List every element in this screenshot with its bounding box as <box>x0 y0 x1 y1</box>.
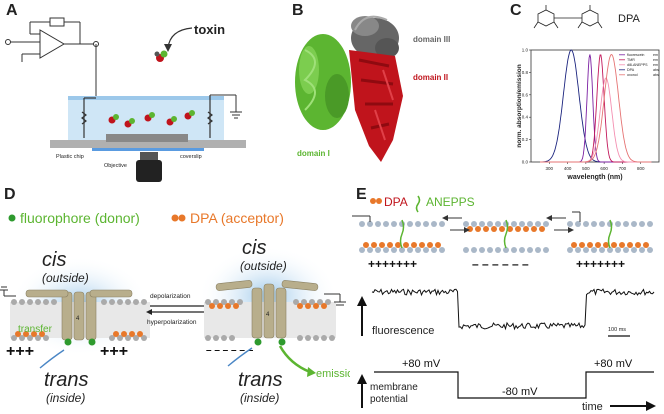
x-tick-label: 500 <box>582 166 590 171</box>
acceptor-label: DPA (acceptor) <box>190 210 284 226</box>
inside-label-left: (inside) <box>46 391 85 405</box>
objective-lens <box>136 152 162 182</box>
anepps-legend-label: ANEPPS <box>426 195 475 209</box>
coverslip-label: coverslip <box>180 154 202 160</box>
y-tick-label: 0.2 <box>522 137 529 142</box>
legend-entry: oxonol <box>627 73 638 77</box>
coverslip <box>92 148 204 151</box>
donor-label: fluorophore (donor) <box>20 210 140 226</box>
panel-d-letter: D <box>4 186 16 203</box>
toxin-label: toxin <box>194 22 225 37</box>
y-tick-label: 0.4 <box>522 115 529 120</box>
panel-a-letter: A <box>6 2 18 19</box>
helix-number-right: 4 <box>266 312 270 318</box>
y-tick-label: 0.8 <box>522 70 529 75</box>
y-tick-label: 0.6 <box>522 92 529 97</box>
voltage-minus: -80 mV <box>502 386 538 398</box>
legend-entry: di8-ANEPPS <box>627 63 648 67</box>
potential-label: potential <box>370 394 408 405</box>
legend-suffix: abs <box>653 68 659 72</box>
panel-e-letter: E <box>356 186 367 203</box>
panel-d-fret-scheme: fluorophore (donor) DPA (acceptor) 4 c <box>0 210 350 405</box>
plus-row-1: +++++++ <box>368 257 417 271</box>
scale-bar-label: 100 ms <box>608 327 626 333</box>
plus-charges-left-1: +++ <box>6 343 34 360</box>
legend-entry: fluorescein <box>627 53 644 57</box>
x-tick-label: 700 <box>619 166 627 171</box>
panel-c-dpa-structure: DPA <box>533 5 640 29</box>
depolarization-label: depolarization <box>150 293 191 300</box>
helix-number-left: 4 <box>76 316 80 322</box>
ground-symbol <box>210 94 242 119</box>
toxin-molecules <box>108 50 195 128</box>
legend-entry: DPA <box>627 68 635 72</box>
dpa-molecule-label: DPA <box>618 13 640 25</box>
trans-label-left: trans <box>44 369 88 391</box>
legend-suffix: em <box>653 63 658 67</box>
fluorescence-label: fluorescence <box>372 325 434 337</box>
legend-entry: TMR <box>627 58 635 62</box>
outside-label-left: (outside) <box>42 271 89 285</box>
domain-iii-structure <box>351 15 399 58</box>
x-tick-label: 400 <box>564 166 572 171</box>
minus-charges-right: – – – – – – <box>206 345 254 356</box>
time-label: time <box>582 401 603 413</box>
plus-row-2: +++++++ <box>576 257 625 271</box>
voltage-plus-left: +80 mV <box>402 358 441 370</box>
plastic-chip <box>50 140 246 148</box>
panel-c-letter: C <box>510 2 522 19</box>
y-tick-label: 1.0 <box>522 48 529 53</box>
anepps-icon <box>415 195 421 213</box>
objective-label: Objective <box>104 163 127 169</box>
domain-i-structure <box>295 34 351 130</box>
cis-label-left: cis <box>42 249 66 271</box>
legend-suffix: em <box>653 58 658 62</box>
voltage-protocol <box>374 371 654 399</box>
legend-suffix: em <box>653 53 658 57</box>
membrane-states: +++++++ – – – – – – +++++++ <box>352 211 653 271</box>
panel-b-letter: B <box>292 2 304 19</box>
trans-label-right: trans <box>238 369 282 391</box>
fluorescence-trace <box>371 288 655 331</box>
minus-row: – – – – – – <box>472 257 529 271</box>
series-oxonol <box>540 54 652 163</box>
voltage-plus-right: +80 mV <box>594 358 633 370</box>
absorption-emission-chart: 300 400 500 600 700 800 0.0 0.2 0.4 0.6 0.8 1.0 wave… <box>516 48 660 181</box>
domain-i-label: domain I <box>297 149 330 158</box>
outside-label-right: (outside) <box>240 259 287 273</box>
panel-a-setup: toxin Plastic chip Objective coverslip <box>5 17 246 182</box>
membrane-label: membrane <box>370 382 418 393</box>
legend-suffix: abs <box>653 73 659 77</box>
dpa-dots <box>376 198 382 204</box>
domain-ii-structure <box>349 50 403 162</box>
left-membrane: 4 <box>10 289 150 346</box>
toxin-arrow <box>167 27 193 49</box>
cis-label-right: cis <box>242 237 266 259</box>
emission-label: emission <box>316 368 350 380</box>
y-tick-label: 0.0 <box>522 160 529 165</box>
y-axis-label: norm. absorption/emission <box>516 64 523 147</box>
panel-b-protein-structure: domain III domain II domain I <box>295 15 450 162</box>
acceptor-dots <box>178 214 186 222</box>
plus-charges-left-2: +++ <box>100 343 128 360</box>
dpa-legend-label: DPA <box>384 195 408 209</box>
domain-iii-label: domain III <box>413 35 450 44</box>
right-membrane: 4 <box>204 280 336 346</box>
x-tick-label: 300 <box>546 166 554 171</box>
inside-label-right: (inside) <box>240 391 279 405</box>
x-axis-label: wavelength (nm) <box>566 174 622 181</box>
panel-e-voltage-clamp: DPA ANEPPS +++++++ – – – – – – +++++++ <box>352 195 656 413</box>
x-tick-label: 800 <box>637 166 645 171</box>
plastic-chip-label: Plastic chip <box>56 154 84 160</box>
plot-frame <box>530 49 660 163</box>
transfer-label: transfer <box>18 324 53 335</box>
hyperpolarization-label: hyperpolarization <box>147 319 197 326</box>
domain-ii-label: domain II <box>413 73 448 82</box>
donor-dot <box>8 214 16 222</box>
x-tick-label: 600 <box>600 166 608 171</box>
emission-arrow <box>278 345 311 374</box>
